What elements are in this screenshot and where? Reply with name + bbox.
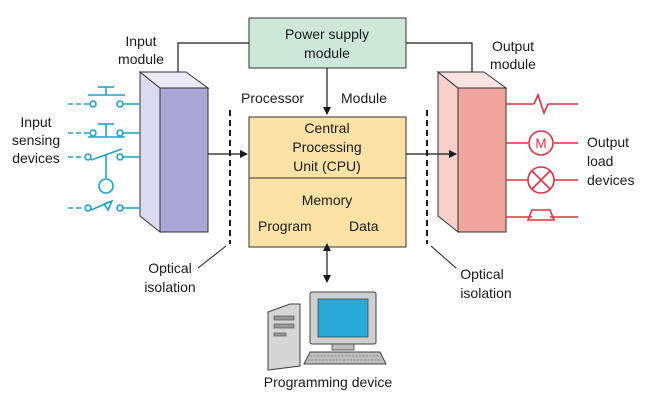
module-label: Module [341,90,387,106]
optical-right-line2: isolation [460,285,511,301]
data-flow-arrows [208,150,457,283]
solenoid-icon [506,92,578,116]
output-devices-line2: load [587,153,613,169]
output-devices-line1: Output [587,134,629,150]
input-sensing-devices [68,86,140,212]
programming-device: Programming device [264,291,393,390]
memory-program-label: Program [258,218,312,234]
input-module-label-line2: module [118,51,164,67]
float-switch-icon [68,148,140,194]
pushbutton-nc-icon [68,123,140,138]
limit-switch-icon [68,199,140,212]
optical-left-line1: Optical [148,260,192,276]
input-module-box [138,70,210,234]
output-module-box [436,70,508,234]
keyboard-icon [303,351,387,365]
cpu-label-line1: Central [304,120,349,136]
optical-left-line2: isolation [144,279,195,295]
input-devices-line3: devices [12,150,59,166]
cpu-label-line3: Unit (CPU) [293,158,361,174]
optical-right-line1: Optical [460,266,504,282]
programming-device-label: Programming device [264,374,393,390]
memory-label: Memory [302,192,353,208]
output-devices-line3: devices [587,172,634,188]
input-devices-line2: sensing [12,132,60,148]
processor-label: Processor [241,90,304,106]
cpu-label-line2: Processing [292,139,361,155]
motor-icon: M [506,130,578,156]
output-module-label-line1: Output [492,38,534,54]
power-supply-label-line2: module [304,45,350,61]
lamp-icon [506,166,578,194]
optical-leaders [197,245,457,269]
computer-tower-icon [267,303,301,371]
memory-data-label: Data [349,218,379,234]
power-supply-module: Power supply module [248,17,407,69]
motor-symbol: M [535,136,546,151]
processor-module: Central Processing Unit (CPU) Memory Pro… [248,116,407,248]
pushbutton-no-icon [68,86,140,108]
monitor-icon [309,291,377,351]
optical-isolation-barriers [229,110,428,244]
input-module-label-line1: Input [125,33,156,49]
power-lines [174,42,476,115]
output-load-devices: M [506,92,578,221]
horn-icon [506,209,578,221]
power-supply-label-line1: Power supply [285,26,369,42]
input-devices-line1: Input [20,114,51,130]
output-module-label-line2: module [490,56,536,72]
